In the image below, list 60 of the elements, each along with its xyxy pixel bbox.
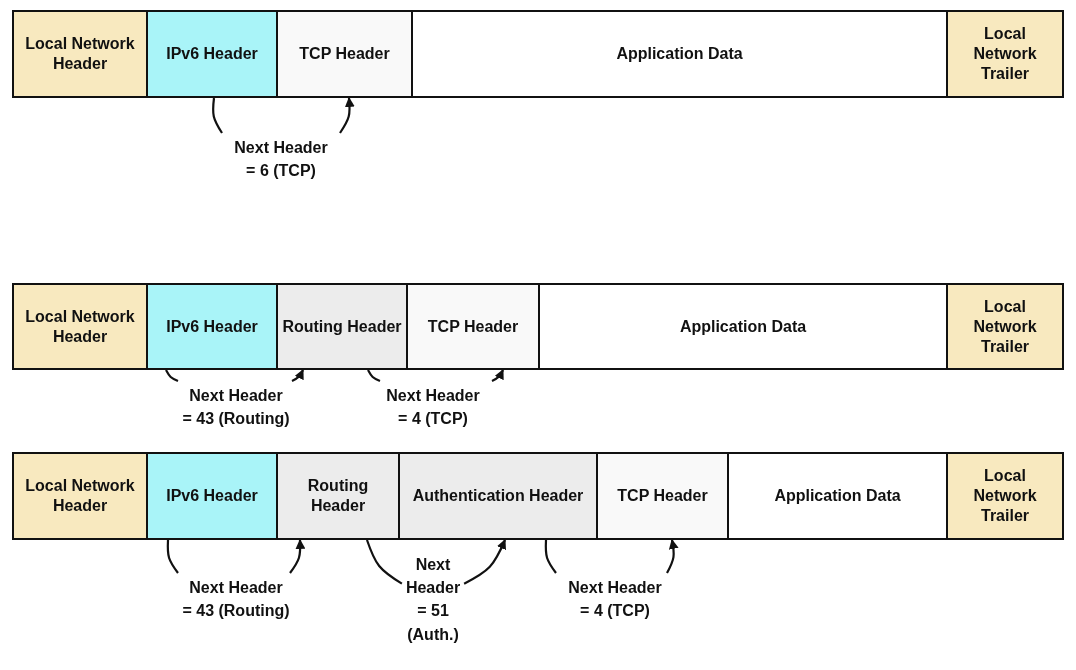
next-header-note: = 51 (Auth.) [406,601,460,645]
header-field [411,10,948,98]
next-header-note: Next Header [567,578,663,598]
next-header-note: = 4 (TCP) [579,601,651,622]
field-label: IPv6 Header [165,486,259,506]
connector-line [367,369,381,382]
next-header-note: Next Header [404,555,462,599]
header-field [276,452,400,540]
header-field [12,283,148,370]
next-header-note: = 43 (Routing) [181,409,291,430]
header-field [538,283,948,370]
field-label: TCP Header [426,316,520,337]
header-field [946,283,1064,370]
header-field [146,283,278,370]
arrow [289,539,306,574]
field-label: Local Network Header [24,34,136,74]
header-field [596,452,729,540]
next-header-note: = 6 (TCP) [245,161,317,182]
connector-line [212,97,223,134]
header-field [398,452,598,540]
field-label: Application Data [615,44,744,64]
field-label: IPv6 Header [165,316,259,337]
header-field [12,452,148,540]
field-label: Routing Header [306,476,370,516]
next-header-note: Next Header [188,386,284,406]
field-label: Local Network Trailer [972,24,1038,84]
field-label: Application Data [773,486,902,506]
header-field [946,10,1064,98]
field-label: TCP Header [298,44,391,64]
connector-line [365,539,403,585]
next-header-note: = 4 (TCP) [397,409,469,430]
field-label: TCP Header [616,486,709,506]
header-field [276,10,413,98]
connector-line [544,539,557,574]
field-label: Local Network Trailer [972,466,1038,526]
header-field [12,10,148,98]
connector-line [166,539,179,574]
next-header-note: = 43 (Routing) [181,601,291,622]
field-label: Local Network Trailer [972,296,1038,357]
field-label: Routing Header [281,316,403,337]
arrow [491,369,504,382]
header-field [406,283,540,370]
next-header-note: Next Header [188,578,284,598]
next-header-note: Next Header [385,386,481,406]
header-field [946,452,1064,540]
field-label: Local Network Header [24,306,136,347]
field-label: Authentication Header [411,486,585,506]
next-header-note: Next Header [233,138,329,158]
header-field [146,452,278,540]
arrow [339,97,355,134]
header-field [146,10,278,98]
field-label: Local Network Header [24,476,136,516]
arrow [463,539,506,585]
field-label: Application Data [678,316,808,337]
arrow [666,539,679,574]
field-label: IPv6 Header [165,44,259,64]
connector-line [165,369,179,382]
header-field [727,452,948,540]
arrow [291,369,304,382]
header-field [276,283,408,370]
